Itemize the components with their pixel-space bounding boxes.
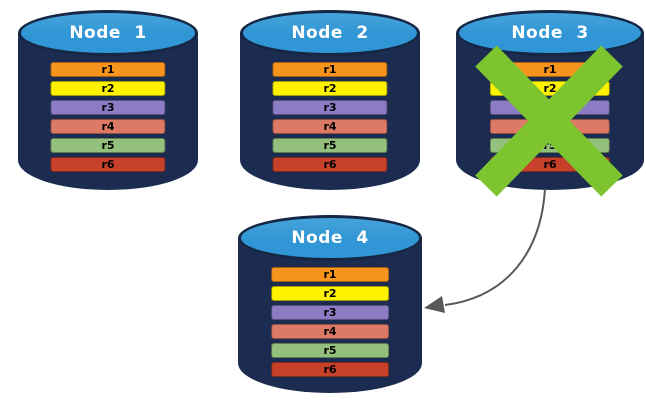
node-title: Node 1	[69, 23, 147, 43]
node-2: Node 2 r1 r2 r3 r4 r5 r6	[240, 10, 420, 190]
replica-rows: r1 r2 r3 r4 r5 r6	[271, 267, 389, 381]
row-r3: r3	[271, 305, 389, 320]
row-r4: r4	[50, 119, 166, 134]
failure-x-icon	[475, 45, 623, 197]
row-r1: r1	[271, 267, 389, 282]
node-title: Node 3	[511, 23, 589, 43]
row-r5: r5	[271, 343, 389, 358]
row-r6: r6	[272, 157, 388, 172]
replica-rows: r1 r2 r3 r4 r5 r6	[272, 62, 388, 176]
row-r2: r2	[272, 81, 388, 96]
row-r6: r6	[271, 362, 389, 377]
row-r2: r2	[271, 286, 389, 301]
cylinder-top: Node 3	[456, 10, 644, 56]
cylinder-top: Node 1	[18, 10, 198, 56]
node-title: Node 2	[291, 23, 369, 43]
row-r2: r2	[50, 81, 166, 96]
row-r5: r5	[272, 138, 388, 153]
node-title: Node 4	[291, 228, 369, 248]
node-4: Node 4 r1 r2 r3 r4 r5 r6	[238, 215, 422, 393]
node-1: Node 1 r1 r2 r3 r4 r5 r6	[18, 10, 198, 190]
row-r5: r5	[50, 138, 166, 153]
row-r1: r1	[272, 62, 388, 77]
row-r3: r3	[50, 100, 166, 115]
row-r1: r1	[50, 62, 166, 77]
cylinder-top: Node 4	[238, 215, 422, 261]
cylinder-top: Node 2	[240, 10, 420, 56]
row-r4: r4	[271, 324, 389, 339]
row-r4: r4	[272, 119, 388, 134]
row-r3: r3	[272, 100, 388, 115]
row-r6: r6	[50, 157, 166, 172]
replica-rows: r1 r2 r3 r4 r5 r6	[50, 62, 166, 176]
